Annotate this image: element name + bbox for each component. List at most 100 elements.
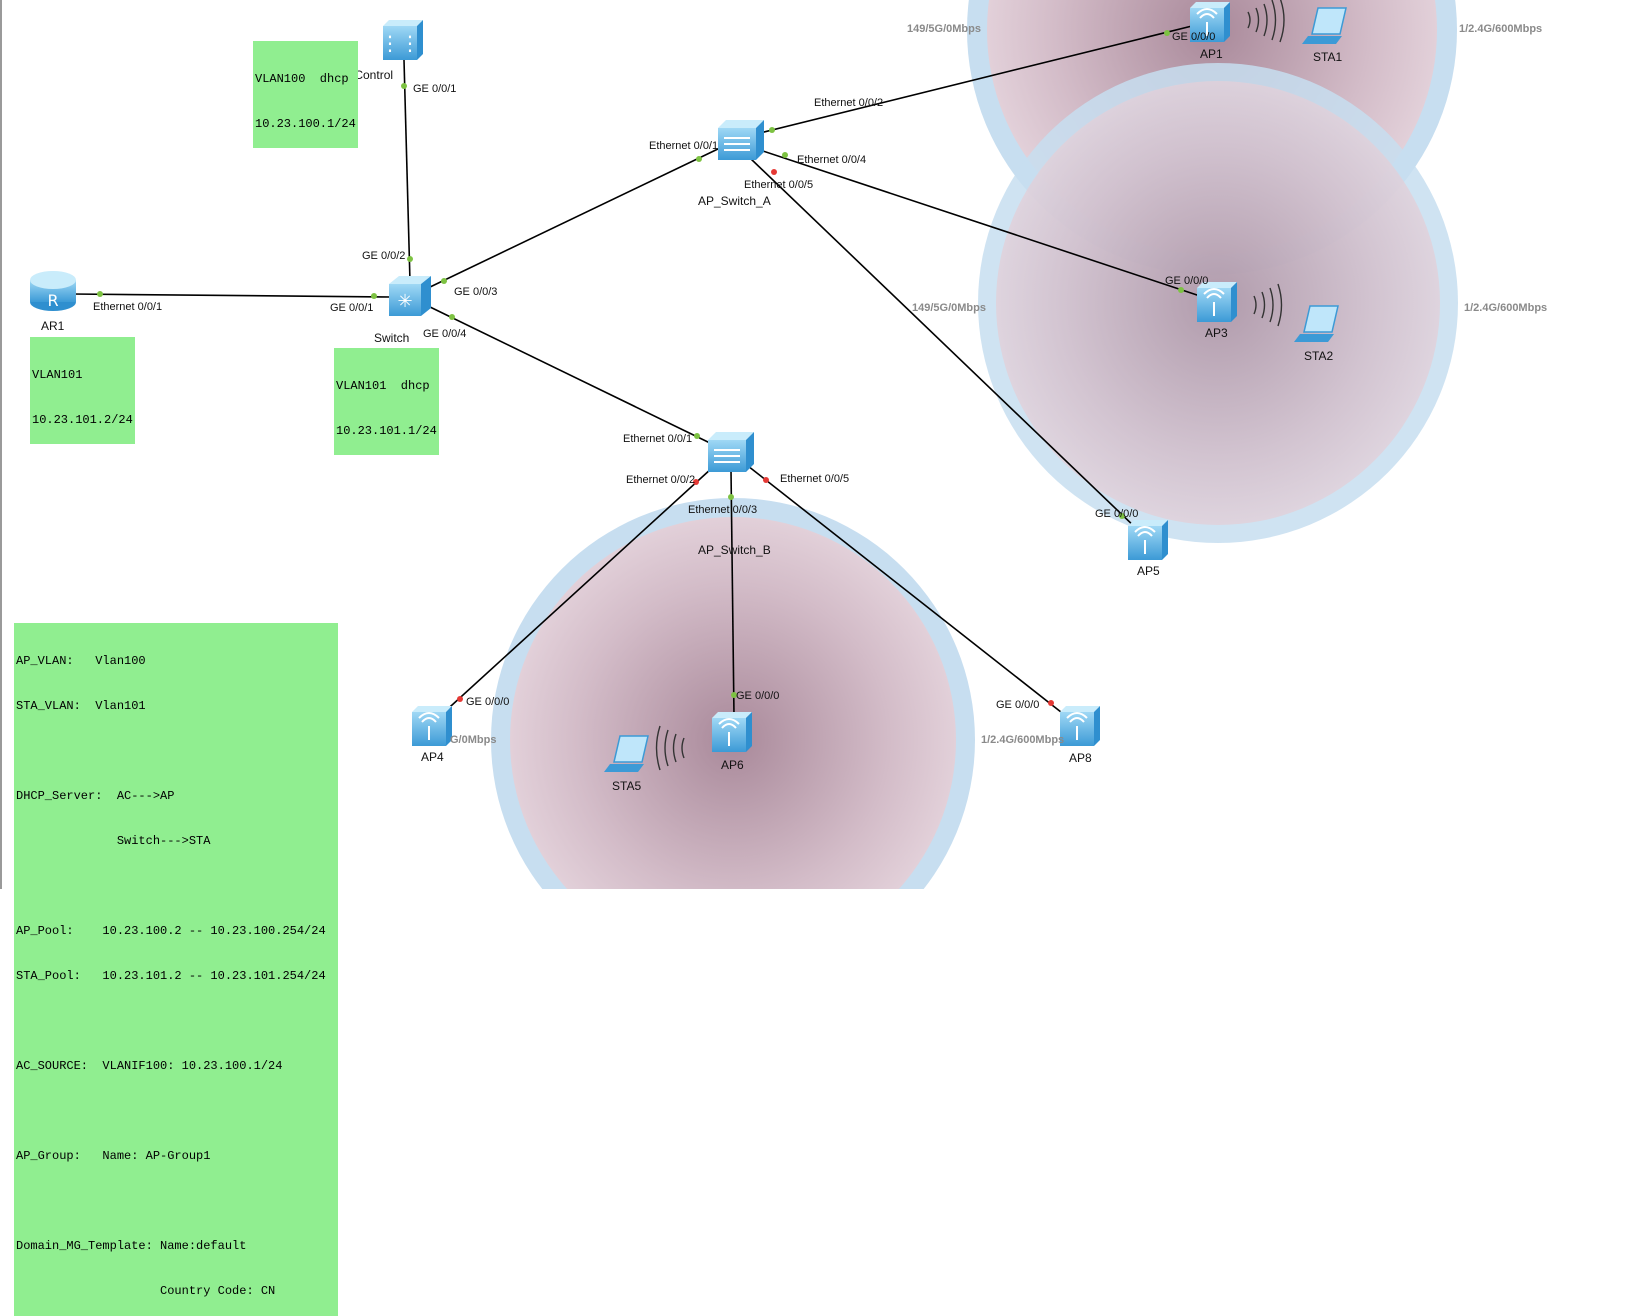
ar1-label: AR1	[41, 319, 65, 333]
port-label: Ethernet 0/0/1	[93, 301, 162, 313]
svg-text:R: R	[47, 291, 58, 310]
link-swb-ap6[interactable]	[730, 469, 735, 717]
port-label: GE 0/0/0	[1095, 508, 1138, 520]
note-line	[16, 879, 336, 894]
note-line: Switch--->STA	[16, 834, 211, 848]
port-label: Ethernet 0/0/3	[688, 504, 757, 516]
port-dot-up	[728, 494, 734, 500]
port-dot-down	[763, 477, 769, 483]
note-line: AC_SOURCE: VLANIF100: 10.23.100.1/24	[16, 1059, 283, 1073]
link-swb-ap8[interactable]	[747, 465, 1067, 717]
ac-vlan-note: VLAN100 dhcp 10.23.100.1/24	[253, 41, 358, 148]
ap8-label: AP8	[1069, 751, 1092, 765]
note-line	[16, 1104, 336, 1119]
access-switch-icon-b[interactable]	[708, 432, 754, 472]
port-dot-up	[449, 314, 455, 320]
access-point-icon-ap3[interactable]	[1197, 282, 1237, 322]
port-label: GE 0/0/2	[362, 250, 405, 262]
note-line: Domain_MG_Template: Name:default	[16, 1239, 247, 1253]
rate-label: 149/5G/0Mbps	[912, 302, 986, 314]
core-switch-icon[interactable]: ✳	[389, 276, 431, 316]
switch-vlan-note: VLAN101 dhcp 10.23.101.1/24	[334, 348, 439, 455]
laptop-icon-sta5[interactable]	[604, 735, 649, 772]
svg-text:⋮⋮: ⋮⋮	[380, 31, 420, 55]
rate-label: G/0Mbps	[450, 734, 496, 746]
access-point-icon-ap5[interactable]	[1128, 520, 1168, 560]
port-dot-up	[1119, 513, 1125, 519]
link-swa-ap3[interactable]	[759, 149, 1201, 297]
ap1-label: AP1	[1200, 47, 1223, 61]
note-line: AP_VLAN: Vlan100	[16, 654, 146, 668]
note-line: VLAN101 dhcp	[336, 379, 430, 393]
ap-switch-a-label: AP_Switch_A	[698, 194, 771, 208]
port-label: GE 0/0/3	[454, 286, 497, 298]
port-dots	[97, 30, 1184, 706]
ac-controller-icon[interactable]: ⋮⋮	[380, 20, 423, 60]
link-swa-ap1[interactable]	[759, 25, 1193, 134]
port-label: Ethernet 0/0/1	[623, 433, 692, 445]
note-line: VLAN101	[32, 368, 83, 382]
note-line	[16, 1194, 336, 1209]
port-dot-up	[1164, 30, 1170, 36]
port-label: GE 0/0/0	[1165, 275, 1208, 287]
port-dot-down	[1048, 700, 1054, 706]
ap4-label: AP4	[421, 750, 444, 764]
port-dot-down	[457, 696, 463, 702]
note-line	[16, 1014, 336, 1029]
access-point-icon-ap8[interactable]	[1060, 706, 1100, 746]
note-line: 10.23.101.1/24	[336, 424, 437, 438]
port-dot-up	[441, 278, 447, 284]
link-swb-ap4[interactable]	[439, 467, 713, 717]
port-dot-up	[401, 83, 407, 89]
access-point-icon-ap1[interactable]	[1190, 2, 1230, 42]
port-label: GE 0/0/0	[1172, 31, 1215, 43]
port-dot-up	[731, 692, 737, 698]
port-dot-up	[694, 433, 700, 439]
link-switch-swa[interactable]	[427, 147, 721, 289]
access-point-icon-ap6[interactable]	[712, 712, 752, 752]
note-line: DHCP_Server: AC--->AP	[16, 789, 175, 803]
laptop-icon-sta1[interactable]	[1302, 7, 1347, 44]
link-ac-switch[interactable]	[403, 59, 411, 283]
port-dot-up	[1178, 287, 1184, 293]
port-dot-up	[782, 152, 788, 158]
ap5-label: AP5	[1137, 564, 1160, 578]
rate-label: 1/2.4G/600Mbps	[981, 734, 1064, 746]
ap3-label: AP3	[1205, 326, 1228, 340]
topology-canvas: ⋮⋮ ✳ R	[30, 0, 1547, 889]
port-label: GE 0/0/1	[413, 83, 456, 95]
port-label: GE 0/0/0	[466, 696, 509, 708]
port-label: GE 0/0/4	[423, 328, 466, 340]
note-line: AP_Group: Name: AP-Group1	[16, 1149, 211, 1163]
access-switch-icon-a[interactable]	[718, 120, 764, 160]
router-icon[interactable]: R	[30, 271, 76, 311]
port-label: Ethernet 0/0/4	[797, 154, 866, 166]
port-dot-up	[769, 127, 775, 133]
laptop-icon-sta2[interactable]	[1294, 305, 1339, 342]
ar1-vlan-note: VLAN101 10.23.101.2/24	[30, 337, 135, 444]
ap-switch-b-label: AP_Switch_B	[698, 543, 771, 557]
note-line: 10.23.100.1/24	[255, 117, 356, 131]
port-label: Ethernet 0/0/2	[814, 97, 883, 109]
note-line: AP_Pool: 10.23.100.2 -- 10.23.100.254/24	[16, 924, 326, 938]
port-dot-up	[97, 291, 103, 297]
port-dot-down	[693, 479, 699, 485]
port-dot-up	[371, 293, 377, 299]
port-label: Ethernet 0/0/5	[744, 179, 813, 191]
link-swa-ap5[interactable]	[749, 157, 1139, 531]
access-point-icon-ap4[interactable]	[412, 706, 452, 746]
port-label: GE 0/0/0	[736, 690, 779, 702]
port-label: GE 0/0/1	[330, 302, 373, 314]
links	[71, 25, 1201, 717]
port-dot-down	[771, 169, 777, 175]
link-ar1-switch[interactable]	[71, 293, 393, 298]
port-label: GE 0/0/0	[996, 699, 1039, 711]
rate-label: 149/5G/0Mbps	[907, 23, 981, 35]
link-switch-swb[interactable]	[427, 305, 713, 445]
port-label: Ethernet 0/0/2	[626, 474, 695, 486]
note-line: 10.23.101.2/24	[32, 413, 133, 427]
sta2-label: STA2	[1304, 349, 1333, 363]
port-label: Ethernet 0/0/5	[780, 473, 849, 485]
wireless-signal-icon	[655, 0, 1285, 771]
note-line: Country Code: CN	[16, 1284, 276, 1298]
